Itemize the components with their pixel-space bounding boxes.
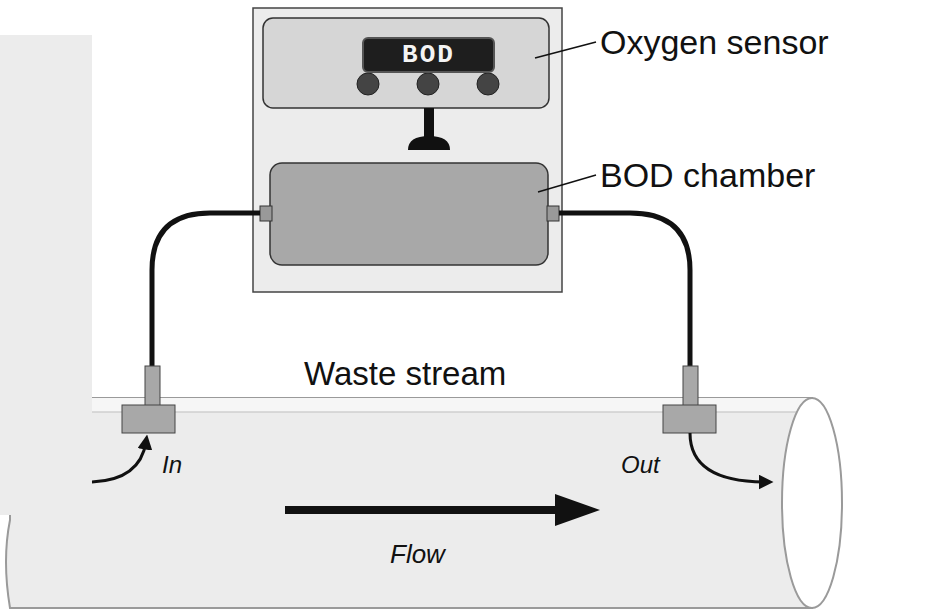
sensor-probe — [408, 136, 450, 150]
tee-fitting — [663, 405, 716, 433]
flow-arrow — [555, 494, 600, 526]
flow-label: Flow — [390, 540, 445, 569]
part-label: BOD chamber — [600, 157, 815, 194]
tube-fitting — [683, 366, 698, 406]
sensor-button — [417, 73, 439, 95]
sensor-button — [357, 73, 379, 95]
oxygen-sensor — [263, 18, 549, 108]
tube-fitting — [547, 206, 559, 221]
outflow-arrow — [690, 433, 766, 482]
inflow-arrow — [92, 442, 146, 482]
display-text: BOD — [402, 40, 455, 70]
stream-label: Waste stream — [304, 356, 506, 392]
port-label: In — [162, 452, 182, 478]
sensor-display: BOD — [362, 37, 495, 73]
tube-fitting — [260, 206, 272, 221]
flow-arrow — [285, 506, 560, 514]
leader-line — [538, 175, 596, 192]
side-panel — [0, 35, 92, 515]
part-label: Oxygen sensor — [600, 24, 829, 61]
instrument-housing — [253, 8, 562, 292]
tee-fitting — [122, 405, 175, 433]
outlet-tube — [559, 213, 690, 370]
sensor-button — [477, 73, 499, 95]
port-label: Out — [621, 452, 660, 478]
leader-line — [535, 42, 596, 58]
waste-pipe — [6, 398, 842, 608]
tube-fitting — [145, 366, 160, 406]
inlet-tube — [152, 213, 260, 370]
bod-chamber — [270, 163, 548, 265]
